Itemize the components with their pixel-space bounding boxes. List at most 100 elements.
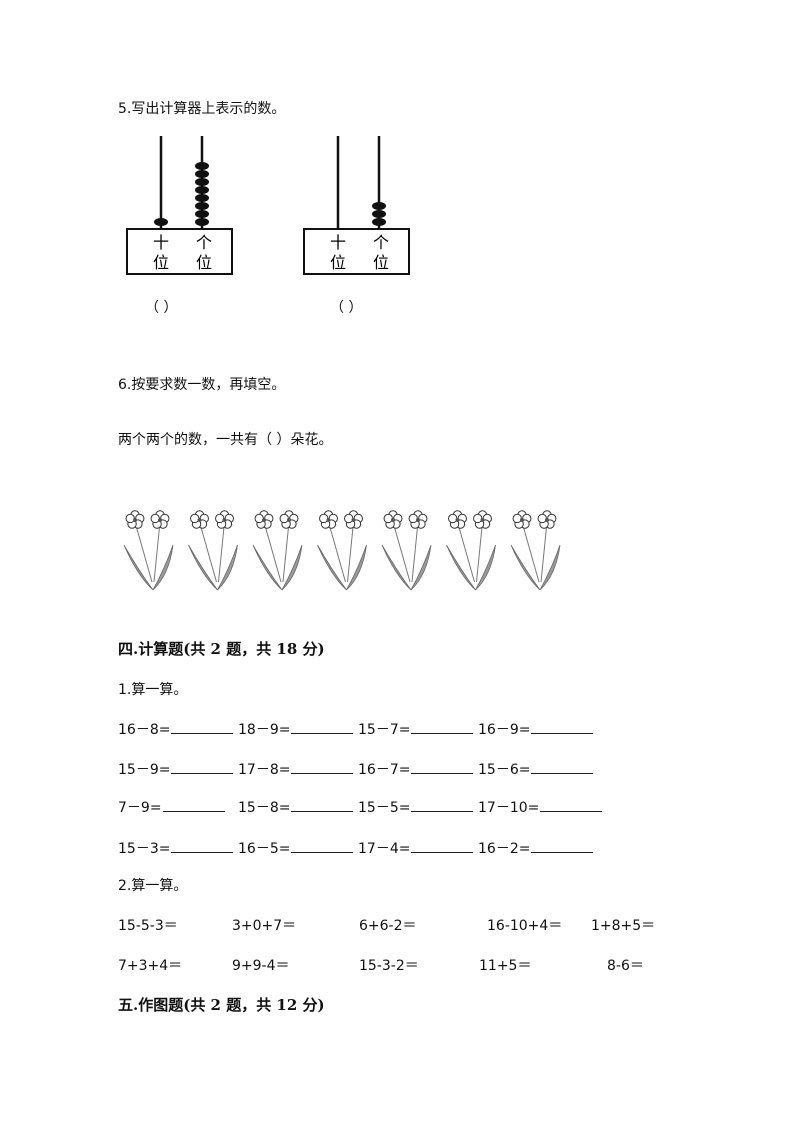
mixed-calc-item[interactable]: 8-6＝: [607, 958, 644, 974]
ones-bead: [195, 202, 209, 210]
s4-q1-title: 1.算一算。: [118, 682, 188, 698]
mixed-calc-item[interactable]: 16-10+4＝: [487, 918, 563, 934]
answer-blank[interactable]: [171, 719, 234, 734]
calc-item: 16－9=: [478, 719, 594, 739]
answer-blank[interactable]: [291, 759, 354, 774]
flower-stem: [199, 521, 217, 583]
calc-expression: 16－2=: [478, 841, 531, 857]
mixed-calc-item[interactable]: 3+0+7＝: [232, 918, 297, 934]
calc-item: 16－7=: [358, 759, 474, 779]
calc-item: 17－8=: [238, 759, 354, 779]
flower-head: [215, 510, 234, 529]
flower-head: [125, 510, 145, 529]
q6-title: 6.按要求数一数，再填空。: [118, 377, 286, 393]
flower-head: [319, 510, 338, 529]
calc-item: 15－9=: [118, 759, 234, 779]
flower-head: [150, 510, 170, 529]
leaf: [317, 544, 347, 591]
tens-label-bottom: 位: [153, 253, 169, 272]
answer-blank[interactable]: [411, 838, 474, 853]
answer-blank[interactable]: [411, 797, 474, 812]
calc-item: 16－5=: [238, 838, 354, 858]
calc-item: 16－8=: [118, 719, 234, 739]
flower-pair: [317, 510, 367, 591]
answer-blank[interactable]: [411, 719, 474, 734]
mixed-calc-item[interactable]: 11+5＝: [479, 958, 532, 974]
flower-stem: [521, 521, 540, 583]
flower-stem: [540, 521, 548, 583]
answer-blank[interactable]: [531, 719, 594, 734]
leaf: [475, 544, 496, 591]
flower-pair: [252, 510, 303, 591]
abacus-1-answer[interactable]: （ ）: [145, 300, 178, 316]
calc-expression: 17－4=: [358, 841, 411, 857]
calc-item: 15－3=: [118, 838, 234, 858]
calc-expression: 15－5=: [358, 800, 411, 816]
ones-bead: [195, 178, 209, 186]
answer-blank[interactable]: [291, 838, 354, 853]
calc-expression: 7－9=: [118, 800, 162, 816]
abacus-1: 十 位 个 位: [126, 136, 233, 275]
flower-head: [383, 510, 403, 529]
mixed-calc-item[interactable]: 6+6-2＝: [359, 918, 417, 934]
calc-expression: 15－3=: [118, 841, 171, 857]
ones-bead: [195, 162, 209, 170]
ones-bead: [195, 186, 209, 194]
leaf: [188, 544, 218, 591]
ones-bead: [372, 218, 386, 226]
flower-stem: [218, 521, 225, 583]
calc-item: 18－9=: [238, 719, 354, 739]
flower-head: [254, 510, 274, 529]
tens-bead: [154, 218, 168, 226]
answer-blank[interactable]: [540, 797, 603, 812]
answer-blank[interactable]: [291, 797, 354, 812]
flower-stem: [347, 521, 354, 583]
leaf: [281, 544, 303, 591]
flower-head: [408, 510, 428, 529]
calc-expression: 16－9=: [478, 722, 531, 738]
answer-blank[interactable]: [162, 797, 225, 812]
tens-label-top: 十: [153, 233, 169, 252]
ones-bead: [372, 202, 386, 210]
answer-blank[interactable]: [531, 759, 594, 774]
flower-stem: [328, 521, 346, 583]
leaf: [446, 544, 476, 591]
answer-blank[interactable]: [171, 838, 234, 853]
flower-stem: [134, 521, 153, 583]
abacus-2-answer[interactable]: （ ）: [330, 300, 363, 316]
calc-expression: 16－7=: [358, 762, 411, 778]
abacus-base: [126, 228, 233, 275]
ones-label-top: 个: [196, 233, 212, 252]
flower-stem: [411, 521, 419, 583]
section4-heading: 四.计算题(共 2 题，共 18 分): [118, 640, 325, 658]
flower-head: [512, 510, 532, 529]
calc-expression: 15－6=: [478, 762, 531, 778]
calc-expression: 17－10=: [478, 800, 540, 816]
leaf: [123, 544, 154, 591]
flower-pair: [381, 510, 432, 591]
ones-bead: [195, 218, 209, 226]
flower-stem: [392, 521, 411, 583]
flower-row: [123, 510, 561, 591]
mixed-calc-item[interactable]: 9+9-4＝: [232, 958, 290, 974]
calc-item: 17－10=: [478, 797, 603, 817]
flower-pair: [123, 510, 174, 591]
answer-blank[interactable]: [531, 838, 594, 853]
flower-pair: [188, 510, 238, 591]
flower-head: [448, 510, 467, 529]
mixed-calc-item[interactable]: 7+3+4＝: [118, 958, 183, 974]
answer-blank[interactable]: [171, 759, 234, 774]
flower-pair: [446, 510, 496, 591]
calc-item: 15－8=: [238, 797, 354, 817]
answer-blank[interactable]: [291, 719, 354, 734]
mixed-calc-item[interactable]: 1+8+5＝: [591, 918, 656, 934]
leaf: [217, 544, 238, 591]
mixed-calc-item[interactable]: 15-3-2＝: [359, 958, 419, 974]
ones-bead: [195, 194, 209, 202]
flower-stem: [282, 521, 290, 583]
mixed-calc-item[interactable]: 15-5-3＝: [118, 918, 178, 934]
calc-item: 16－2=: [478, 838, 594, 858]
ones-bead: [372, 210, 386, 218]
answer-blank[interactable]: [411, 759, 474, 774]
